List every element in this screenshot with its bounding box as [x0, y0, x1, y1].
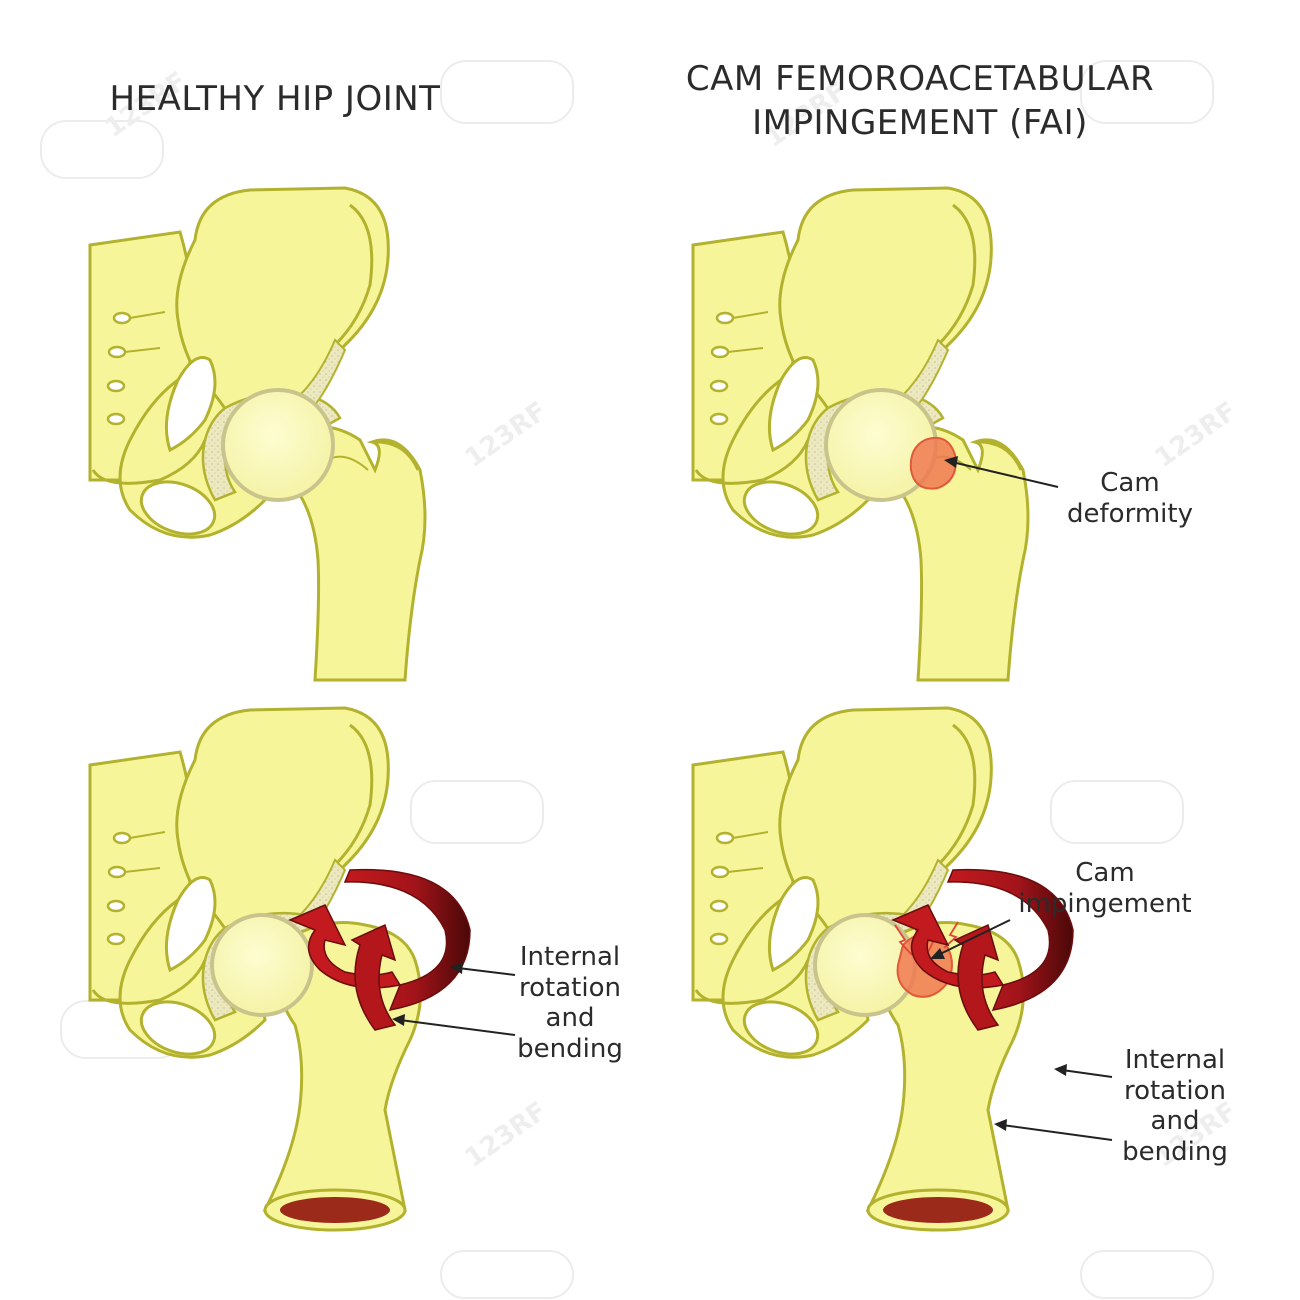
femoral-head: [210, 913, 314, 1017]
cam-deformity-bump: [909, 436, 957, 490]
panel-cam-neutral: [691, 186, 1030, 682]
rotation-arrow-icon: [288, 868, 471, 1031]
title-healthy-hip-joint: HEALTHY HIP JOINT: [109, 79, 441, 119]
label-cam-deformity: Cam deformity: [1067, 468, 1193, 529]
pointer-arrow-icon: [392, 962, 516, 1036]
pointer-arrow-icon: [944, 456, 1059, 488]
panel-healthy-rotation: [88, 706, 422, 1232]
femur-marrow: [883, 1197, 993, 1223]
panel-healthy-neutral: [88, 186, 427, 682]
pointer-arrow-icon: [930, 919, 1113, 1141]
label-internal-rotation-cam: Internal rotation and bending: [1122, 1045, 1228, 1168]
label-cam-impingement: Cam impingement: [1018, 858, 1192, 919]
title-cam-fai-line1: CAM FEMOROACETABULAR: [685, 59, 1155, 99]
rotation-arrow-icon: [891, 868, 1074, 1031]
label-internal-rotation-healthy: Internal rotation and bending: [517, 942, 623, 1065]
title-cam-fai-line2: IMPINGEMENT (FAI): [752, 103, 1088, 143]
femur-marrow: [280, 1197, 390, 1223]
femoral-head: [221, 388, 335, 502]
